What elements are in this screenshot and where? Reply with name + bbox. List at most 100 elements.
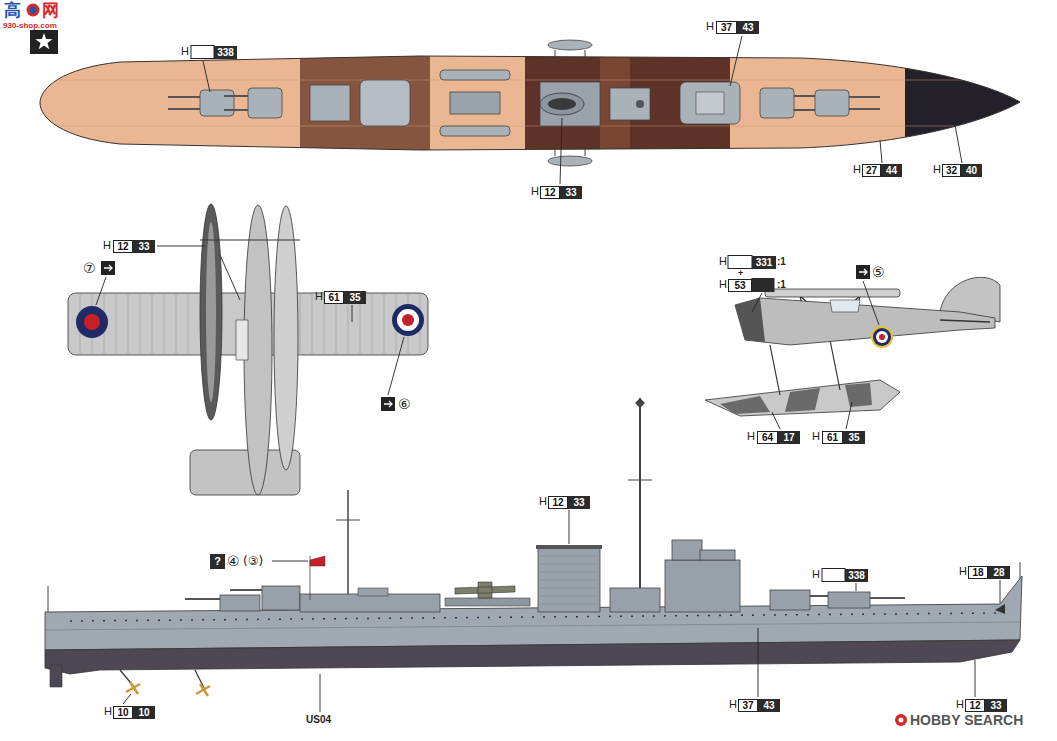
- color-code-box-dark: 40: [961, 164, 982, 177]
- empty-color-box: [191, 46, 214, 59]
- leader-line: [752, 293, 762, 312]
- callout-label: H: [959, 565, 967, 578]
- decal-icon: [101, 261, 870, 411]
- ship-side-view: [445, 598, 530, 606]
- color-number: 37: [742, 700, 753, 711]
- brand-star: [35, 33, 52, 49]
- watermark-icon: [895, 714, 907, 726]
- color-number: 331: [756, 257, 773, 268]
- leader-line: [730, 36, 742, 86]
- ship-side-view: [770, 590, 810, 610]
- ship-top-view: [680, 82, 740, 124]
- color-code-box: 12: [113, 240, 133, 253]
- callout-label: H: [719, 255, 727, 268]
- color-code-box: 37: [716, 21, 737, 34]
- ship-top-view: [849, 108, 880, 110]
- ship-side-view: [995, 604, 1005, 614]
- ship-top-view: [440, 70, 510, 80]
- ship-top-view: [224, 95, 248, 97]
- color-number: 40: [966, 165, 977, 176]
- empty-color-box: [728, 256, 752, 269]
- ship-side-view: [45, 576, 1022, 650]
- empty-color-box: [752, 279, 774, 292]
- callout-label: H: [956, 698, 964, 711]
- brand-star: [30, 30, 58, 54]
- watermark: 网: [42, 1, 59, 21]
- ship-top-view: [849, 96, 880, 98]
- unknown-color-box: ?: [210, 554, 225, 569]
- floatplane-side-view: [830, 300, 860, 312]
- ship-side-view: [45, 398, 1022, 696]
- floatplane-top-view: [200, 204, 222, 420]
- color-number: 43: [742, 22, 753, 33]
- leader-line: [96, 36, 1000, 712]
- leader-line: [975, 660, 976, 697]
- decal-icon: [104, 265, 112, 271]
- ship-top-view: [540, 93, 584, 115]
- color-number: 338: [217, 47, 234, 58]
- color-code-box-dark: 33: [985, 699, 1007, 712]
- color-code-box: 18: [968, 566, 988, 579]
- ship-top-view: [40, 40, 1035, 170]
- ship-top-view: [168, 96, 200, 98]
- ship-side-view: [45, 640, 1020, 674]
- ship-side-view: [870, 597, 905, 599]
- color-number: 12: [544, 187, 555, 198]
- leader-line: [758, 628, 759, 697]
- floatplane-side-view: [876, 331, 888, 343]
- ship-side-view: [196, 684, 210, 696]
- color-number: 33: [573, 497, 584, 508]
- color-code-box: 12: [540, 186, 560, 199]
- color-number: 37: [721, 22, 732, 33]
- watermark-logo: [27, 4, 40, 17]
- callout-label: ④: [227, 553, 240, 570]
- ship-side-view: [610, 588, 660, 612]
- callout-label: H: [103, 239, 111, 252]
- ship-side-view: [347, 490, 349, 600]
- ship-top-view: [40, 126, 1020, 127]
- callout-label: H: [729, 698, 737, 711]
- leader-line: [772, 412, 780, 429]
- ship-top-view: [540, 82, 600, 126]
- color-number: 28: [993, 567, 1004, 578]
- ship-side-view: [828, 592, 870, 608]
- ship-side-view: [538, 556, 600, 604]
- ship-side-view: [185, 598, 220, 600]
- floatplane-side-view: [873, 328, 891, 346]
- floatplane-side-view: [879, 334, 885, 340]
- decal-icon: [101, 261, 115, 275]
- leader-line: [856, 583, 857, 591]
- floatplane-top-view: [392, 304, 424, 336]
- callout-label: H: [706, 20, 714, 33]
- leader-line: [1000, 580, 1001, 603]
- ship-side-view: [700, 550, 735, 560]
- color-number: 12: [117, 241, 128, 252]
- callout-label: ⑤: [872, 264, 885, 281]
- ship-side-view: [70, 613, 1000, 621]
- color-number: 12: [969, 700, 980, 711]
- ship-top-view: [40, 80, 1020, 81]
- ship-top-view: [40, 40, 1035, 170]
- ship-top-view: [248, 88, 282, 118]
- part-number: US04: [306, 714, 331, 726]
- color-code-box: 27: [862, 164, 881, 177]
- ship-side-view: [455, 582, 515, 598]
- leader-line: [203, 61, 210, 92]
- ship-side-view: [45, 622, 1020, 630]
- ship-side-view: [639, 398, 641, 600]
- color-number: 27: [866, 165, 877, 176]
- color-code-box: 61: [324, 291, 344, 304]
- callout-label: ⑦: [83, 260, 96, 277]
- leader-line: [560, 118, 562, 184]
- floatplane-top-view: [76, 306, 108, 338]
- callout-label: H: [104, 705, 112, 718]
- leader-line: [955, 125, 962, 163]
- ship-top-view: [548, 40, 592, 50]
- empty-color-box: [822, 569, 845, 582]
- leader-line: [863, 281, 879, 325]
- ship-top-view: [525, 40, 730, 170]
- color-code-box: 12: [548, 496, 568, 509]
- leader-line: [388, 337, 404, 395]
- leader-line: [846, 402, 852, 429]
- color-code-box-dark: 43: [737, 21, 759, 34]
